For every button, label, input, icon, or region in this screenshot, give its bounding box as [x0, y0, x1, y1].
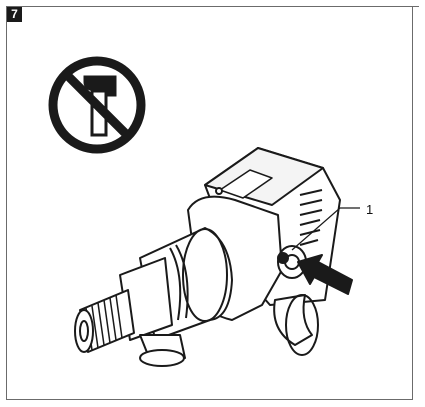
push-arrow-icon: [297, 254, 353, 295]
callout-label: 1: [366, 202, 374, 217]
figure-number-badge: 7: [7, 7, 22, 22]
no-hammer-icon: [48, 56, 146, 154]
figure-top-rule: [6, 6, 419, 7]
callout-leader: [291, 207, 360, 251]
core-drill-illustration: [74, 147, 341, 367]
